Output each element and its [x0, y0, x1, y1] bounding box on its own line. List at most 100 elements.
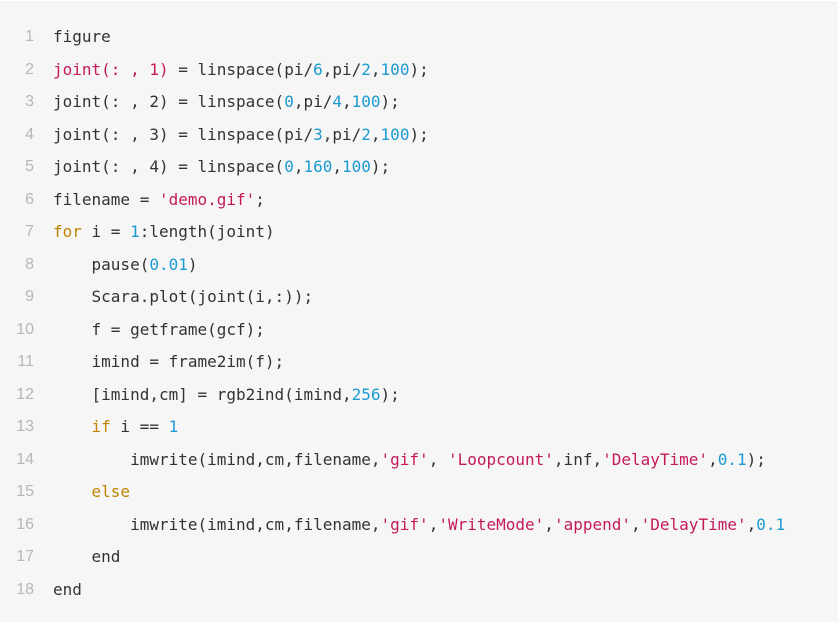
code-line: 1 figure: [0, 21, 838, 54]
code-token-plain: ,pi/: [322, 124, 362, 144]
code-line: 12 [imind,cm] = rgb2ind(imind,256);: [0, 379, 838, 412]
code-token-plain: joint(: , 4) = linspace(: [53, 157, 285, 176]
line-number: 17: [16, 548, 34, 565]
code-token-number: 2: [361, 59, 371, 79]
line-number: 2: [25, 60, 34, 78]
code-line: 6 filename = 'demo.gif';: [0, 184, 838, 217]
line-code: imwrite(imind,cm,filename,'gif', 'Loopco…: [53, 444, 766, 477]
code-line: 13 if i == 1: [0, 411, 838, 444]
code-token-plain: filename =: [53, 189, 159, 209]
line-number: 7: [25, 223, 34, 240]
code-token-plain: Scara.plot(joint(i,:));: [53, 287, 314, 306]
code-token-number: 1: [130, 222, 140, 241]
code-token-number: 100: [380, 59, 410, 79]
code-token-plain: i ==: [110, 417, 169, 436]
code-line: 4 joint(: , 3) = linspace(pi/3,pi/2,100);: [0, 119, 838, 152]
code-token-variable: joint(: , 1): [53, 59, 169, 79]
line-code: joint(: , 2) = linspace(0,pi/4,100);: [53, 86, 400, 119]
line-code: f = getframe(gcf);: [53, 314, 265, 347]
line-code: filename = 'demo.gif';: [53, 184, 265, 217]
code-token-plain: [imind,cm] = rgb2ind(imind,: [53, 384, 352, 404]
code-token-number: 6: [313, 59, 323, 79]
code-token-plain: ,: [428, 449, 448, 469]
code-token-plain: );: [370, 157, 391, 176]
code-token-plain: f = getframe(gcf);: [53, 319, 265, 339]
code-token-string: 'gif': [380, 449, 429, 469]
line-code: Scara.plot(joint(i,:));: [53, 281, 314, 314]
code-token-string: 'Loopcount': [447, 449, 554, 469]
code-token-string: 'gif': [380, 514, 429, 534]
code-token-plain: imwrite(imind,cm,filename,: [53, 449, 381, 469]
code-line: 7 for i = 1:length(joint): [0, 216, 838, 249]
code-token-number: 3: [313, 124, 323, 144]
code-token-string: 'WriteMode': [438, 514, 545, 534]
code-token-plain: ,: [332, 157, 343, 176]
code-token-plain: i =: [81, 222, 131, 241]
line-number: 4: [25, 125, 34, 143]
line-number: 5: [25, 158, 34, 175]
line-number: 18: [16, 580, 34, 598]
code-token-plain: ,: [370, 59, 381, 79]
line-code: imind = frame2im(f);: [53, 346, 285, 379]
code-token-plain: ,inf,: [553, 449, 603, 469]
code-token-plain: );: [409, 124, 429, 144]
code-token-plain: ,pi/: [293, 92, 333, 111]
line-number: 1: [25, 28, 34, 45]
code-line: 11 imind = frame2im(f);: [0, 346, 838, 379]
line-number: 10: [16, 320, 34, 338]
line-number: 3: [25, 93, 34, 110]
code-token-plain: ,: [428, 514, 439, 534]
code-token-number: 0.1: [717, 449, 747, 469]
code-token-plain: ,: [631, 514, 641, 534]
code-token-plain: [53, 482, 92, 501]
line-number: 12: [16, 385, 34, 403]
code-line: 18 end: [0, 574, 838, 607]
code-token-plain: ,: [293, 157, 304, 176]
line-code: end: [53, 574, 82, 607]
line-code: imwrite(imind,cm,filename,'gif','WriteMo…: [53, 509, 785, 542]
code-line: 15 else: [0, 476, 838, 509]
code-token-plain: );: [380, 92, 400, 111]
code-token-number: 100: [380, 124, 410, 144]
line-number: 14: [16, 450, 34, 468]
code-token-plain: figure: [53, 27, 111, 46]
code-token-plain: ,: [342, 92, 352, 111]
code-token-keyword: else: [91, 482, 131, 501]
code-token-plain: );: [746, 449, 766, 469]
code-line: 10 f = getframe(gcf);: [0, 314, 838, 347]
line-code: pause(0.01): [53, 249, 198, 282]
code-line: 16 imwrite(imind,cm,filename,'gif','Writ…: [0, 509, 838, 542]
code-line: 9 Scara.plot(joint(i,:));: [0, 281, 838, 314]
line-number: 6: [25, 190, 34, 208]
code-token-plain: end: [53, 547, 121, 566]
code-token-plain: );: [380, 384, 400, 404]
code-token-plain: pause(: [53, 254, 150, 274]
code-token-plain: ;: [255, 189, 265, 209]
code-line: 14 imwrite(imind,cm,filename,'gif', 'Loo…: [0, 444, 838, 477]
code-token-number: 100: [342, 157, 371, 176]
line-code: end: [53, 541, 121, 574]
code-token-plain: joint(: , 3) = linspace(pi/: [53, 124, 314, 144]
line-code: [imind,cm] = rgb2ind(imind,256);: [53, 379, 400, 412]
code-token-plain: ,: [708, 449, 718, 469]
line-code: joint(: , 3) = linspace(pi/3,pi/2,100);: [53, 119, 429, 152]
code-token-string: 'append': [553, 514, 631, 534]
code-token-number: 0.01: [149, 254, 188, 274]
line-code: for i = 1:length(joint): [53, 216, 275, 249]
code-token-plain: joint(: , 2) = linspace(: [53, 92, 285, 111]
line-number: 9: [25, 288, 34, 305]
code-line: 17 end: [0, 541, 838, 574]
code-token-string: 'DelayTime': [602, 449, 709, 469]
code-token-number: 160: [303, 157, 333, 176]
code-line: 8 pause(0.01): [0, 249, 838, 282]
code-token-plain: ,: [544, 514, 554, 534]
code-token-plain: ,pi/: [322, 59, 362, 79]
code-token-plain: ,: [370, 124, 381, 144]
code-token-number: 2: [361, 124, 371, 144]
code-token-plain: :length(joint): [139, 222, 275, 241]
code-token-plain: );: [409, 59, 429, 79]
